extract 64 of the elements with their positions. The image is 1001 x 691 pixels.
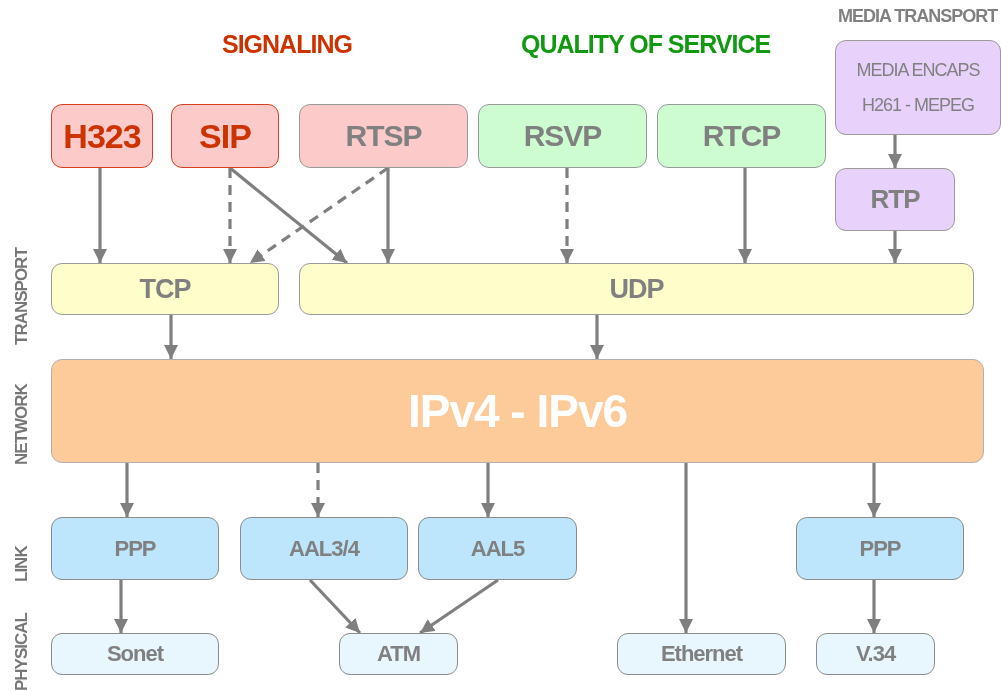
- protocol-name: Sonet: [106, 641, 164, 667]
- arrow: [113, 580, 129, 633]
- protocol-name: IPv4 - IPv6: [407, 384, 628, 438]
- protocol-name: RTCP: [702, 119, 781, 153]
- protocol-box: [51, 104, 153, 168]
- arrow: [419, 578, 499, 635]
- group-title: QUALITY OF SERVICE: [521, 30, 771, 59]
- protocol-box: [51, 633, 219, 675]
- protocol-box: [816, 633, 935, 675]
- arrow: [589, 315, 605, 359]
- protocol-box: [617, 633, 786, 675]
- arrow: [559, 168, 575, 263]
- arrow: [887, 231, 903, 263]
- arrow: [92, 168, 108, 263]
- protocol-name: H261 - MEPEG: [861, 94, 974, 116]
- arrow: [866, 463, 882, 517]
- layer-label: PHYSICAL: [12, 613, 32, 691]
- arrow: [249, 166, 389, 265]
- arrow: [866, 580, 882, 633]
- arrow: [163, 315, 179, 359]
- arrow: [887, 135, 903, 168]
- protocol-name: MEDIA ENCAPS: [856, 59, 980, 81]
- layer-label: NETWORK: [12, 384, 32, 465]
- protocol-box: [657, 104, 826, 168]
- layer-label: LINK: [12, 546, 32, 582]
- protocol-name: PPP: [114, 535, 156, 562]
- layer-label: TRANSPORT: [12, 248, 32, 345]
- protocol-box: [171, 104, 279, 168]
- protocol-name: RTSP: [345, 119, 422, 153]
- protocol-box: [51, 359, 984, 463]
- protocol-box: [240, 517, 408, 580]
- arrow: [678, 463, 694, 633]
- arrow: [119, 463, 135, 517]
- protocol-name: SIP: [199, 116, 251, 156]
- protocol-box: [418, 517, 577, 580]
- arrow: [480, 463, 496, 517]
- protocol-box: [299, 263, 974, 315]
- protocol-name: UDP: [609, 273, 664, 305]
- protocol-box: [835, 168, 955, 231]
- group-title: SIGNALING: [222, 30, 352, 59]
- protocol-name: Ethernet: [660, 641, 743, 667]
- arrow: [229, 166, 348, 265]
- protocol-name: TCP: [139, 273, 191, 305]
- protocol-name: PPP: [859, 535, 901, 562]
- arrow: [737, 168, 753, 263]
- protocol-name: RTP: [870, 184, 920, 215]
- protocol-box: [339, 633, 458, 675]
- arrow: [310, 463, 326, 517]
- protocol-name: AAL3/4: [289, 535, 359, 562]
- protocol-box: [51, 263, 279, 315]
- protocol-name: H323: [63, 116, 141, 156]
- arrow: [380, 168, 396, 263]
- protocol-box: [51, 517, 219, 580]
- protocol-name: V.34: [855, 641, 896, 667]
- group-title: MEDIA TRANSPORT: [838, 6, 998, 27]
- protocol-box: [299, 104, 468, 168]
- protocol-name: RSVP: [523, 119, 602, 153]
- protocol-box: [796, 517, 964, 580]
- protocol-name: ATM: [377, 641, 420, 667]
- arrow: [222, 168, 238, 263]
- protocol-box: [478, 104, 647, 168]
- protocol-box: [835, 40, 1001, 135]
- protocol-name: AAL5: [470, 535, 525, 562]
- arrow: [308, 578, 362, 635]
